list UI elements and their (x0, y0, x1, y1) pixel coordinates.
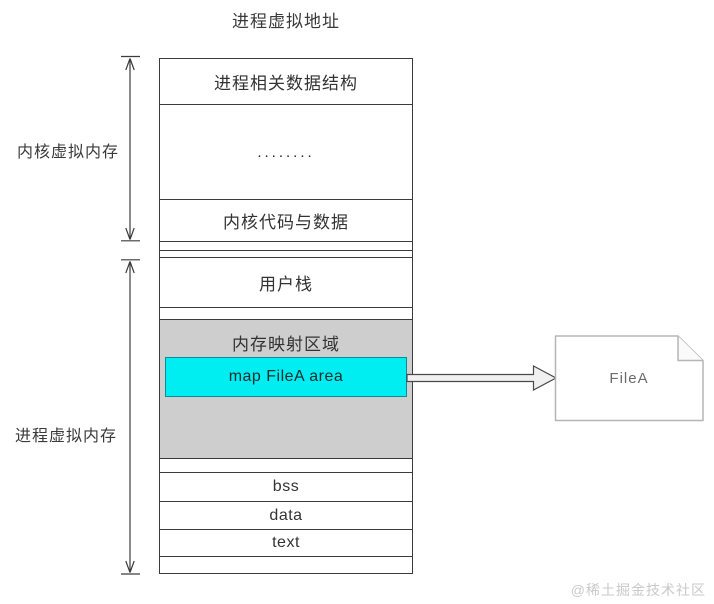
kernel-memory-label: 内核虚拟内存 (16, 144, 119, 161)
row-spacer-3 (160, 308, 412, 320)
row-data: data (160, 502, 412, 530)
process-memory-label: 进程虚拟内存 (14, 428, 117, 445)
row-spacer-2 (160, 251, 412, 258)
row-spacer-5 (160, 557, 412, 573)
row-mmap-region: 内存映射区域 map FileA area (160, 320, 412, 459)
row-text: text (160, 530, 412, 557)
watermark: @稀土掘金技术社区 (570, 582, 706, 598)
row-spacer-4 (160, 459, 412, 473)
page-title: 进程虚拟地址 (232, 12, 340, 31)
map-arrow (406, 365, 558, 391)
row-dots: ........ (160, 105, 412, 200)
file-a-label: FileA (609, 370, 649, 387)
mmap-region-label: 内存映射区域 (232, 335, 340, 354)
row-kernel-code-data: 内核代码与数据 (160, 200, 412, 242)
row-process-data-struct: 进程相关数据结构 (160, 59, 412, 105)
row-bss: bss (160, 473, 412, 502)
row-user-stack: 用户栈 (160, 258, 412, 308)
row-spacer-1 (160, 242, 412, 251)
memory-column: 进程相关数据结构 ........ 内核代码与数据 用户栈 内存映射区域 map… (159, 58, 413, 574)
process-range-arrow (121, 259, 140, 575)
map-filea-area-box: map FileA area (165, 357, 407, 397)
